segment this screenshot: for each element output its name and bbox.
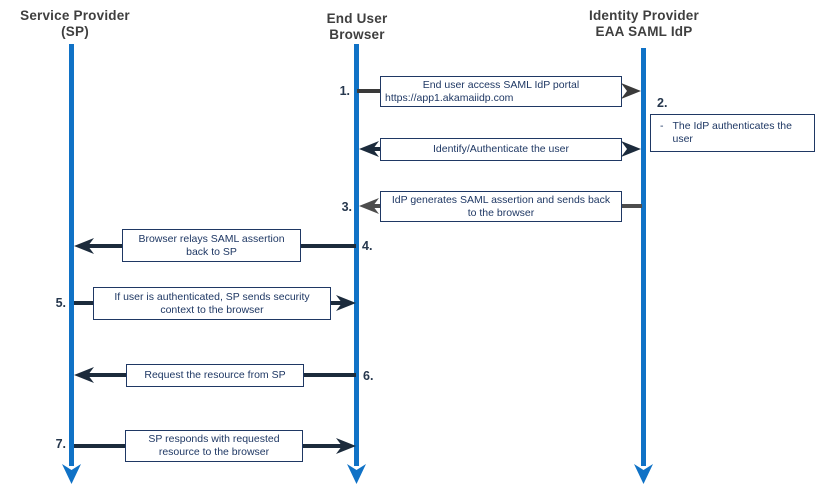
message-6-line-right [331, 301, 342, 305]
message-6-text-line2: context to the browser [160, 303, 264, 316]
message-6-text-line1: If user is authenticated, SP sends secur… [114, 290, 310, 303]
message-3-box: Identify/Authenticate the user [380, 138, 622, 161]
message-4-text-line1: IdP generates SAML assertion and sends b… [391, 193, 611, 206]
message-5-number: 4. [362, 239, 373, 253]
message-5-arrowhead-left-icon [74, 238, 94, 254]
lifeline-browser [354, 44, 359, 466]
actor-header-sp: Service Provider (SP) [5, 8, 145, 40]
actor-idp-line2: EAA SAML IdP [595, 24, 693, 39]
message-5-line-right [301, 244, 356, 248]
message-2-number: 2. [657, 96, 668, 110]
message-6-box: If user is authenticated, SP sends secur… [93, 287, 331, 320]
message-8-number: 7. [55, 437, 66, 451]
message-5-box: Browser relays SAML assertion back to SP [122, 229, 301, 262]
actor-browser-line1: End User [326, 11, 388, 26]
message-7-arrowhead-left-icon [74, 367, 94, 383]
message-1-line [357, 89, 380, 93]
message-5-line-left [87, 244, 122, 248]
message-4-text-line2: to the browser [467, 206, 535, 219]
message-8-box: SP responds with requested resource to t… [125, 430, 303, 462]
actor-header-idp: Identity Provider EAA SAML IdP [559, 8, 729, 40]
message-5-text-line2: back to SP [186, 245, 237, 258]
message-8-line-left [74, 444, 125, 448]
message-7-line-left [87, 373, 126, 377]
message-3-line-left [372, 147, 380, 151]
message-8-text-line2: resource to the browser [158, 446, 270, 458]
message-6-arrowhead-right-icon [336, 295, 356, 311]
idp-authenticates-note-box: - The IdP authenticates the user [650, 114, 815, 152]
message-1-number: 1. [339, 84, 350, 98]
message-1-box: End user access SAML IdP portal https://… [380, 76, 622, 107]
message-7-text: Request the resource from SP [144, 369, 286, 381]
note-bullet: - [660, 120, 664, 132]
message-3-arrowhead-left-icon [359, 141, 379, 157]
message-7-box: Request the resource from SP [126, 364, 304, 387]
lifeline-idp [641, 48, 646, 466]
message-8-text-line1: SP responds with requested [148, 433, 280, 445]
message-5-text-line1: Browser relays SAML assertion [138, 232, 285, 245]
actor-header-browser: End User Browser [297, 11, 417, 43]
message-8-arrowhead-right-icon [336, 438, 356, 454]
lifeline-browser-down-arrow-icon [347, 464, 366, 484]
message-4-box: IdP generates SAML assertion and sends b… [380, 191, 622, 222]
actor-sp-line2: (SP) [61, 24, 89, 39]
message-4-arrowhead-left-icon [359, 198, 379, 214]
message-4-line-right [622, 204, 642, 208]
message-1-text-line1: End user access SAML IdP portal [422, 78, 580, 91]
message-1-text-line2: https://app1.akamaiidp.com [385, 91, 514, 104]
message-7-line-right [304, 373, 356, 377]
message-4-line-left [372, 204, 380, 208]
actor-idp-line1: Identity Provider [589, 8, 699, 23]
actor-sp-line1: Service Provider [20, 8, 130, 23]
message-8-line-right [303, 444, 342, 448]
message-1-arrowhead-right-icon [621, 83, 641, 99]
message-7-number: 6. [363, 369, 374, 383]
lifeline-sp-down-arrow-icon [62, 464, 81, 484]
note-text: The IdP authenticates the user [672, 120, 792, 145]
message-6-line-left [74, 301, 93, 305]
lifeline-sp [69, 44, 74, 466]
message-4-number: 3. [341, 200, 352, 214]
actor-browser-line2: Browser [329, 27, 385, 42]
message-6-number: 5. [55, 296, 66, 310]
lifeline-idp-down-arrow-icon [634, 464, 653, 484]
message-3-text: Identify/Authenticate the user [432, 143, 569, 155]
message-3-arrowhead-right-icon [621, 141, 641, 157]
